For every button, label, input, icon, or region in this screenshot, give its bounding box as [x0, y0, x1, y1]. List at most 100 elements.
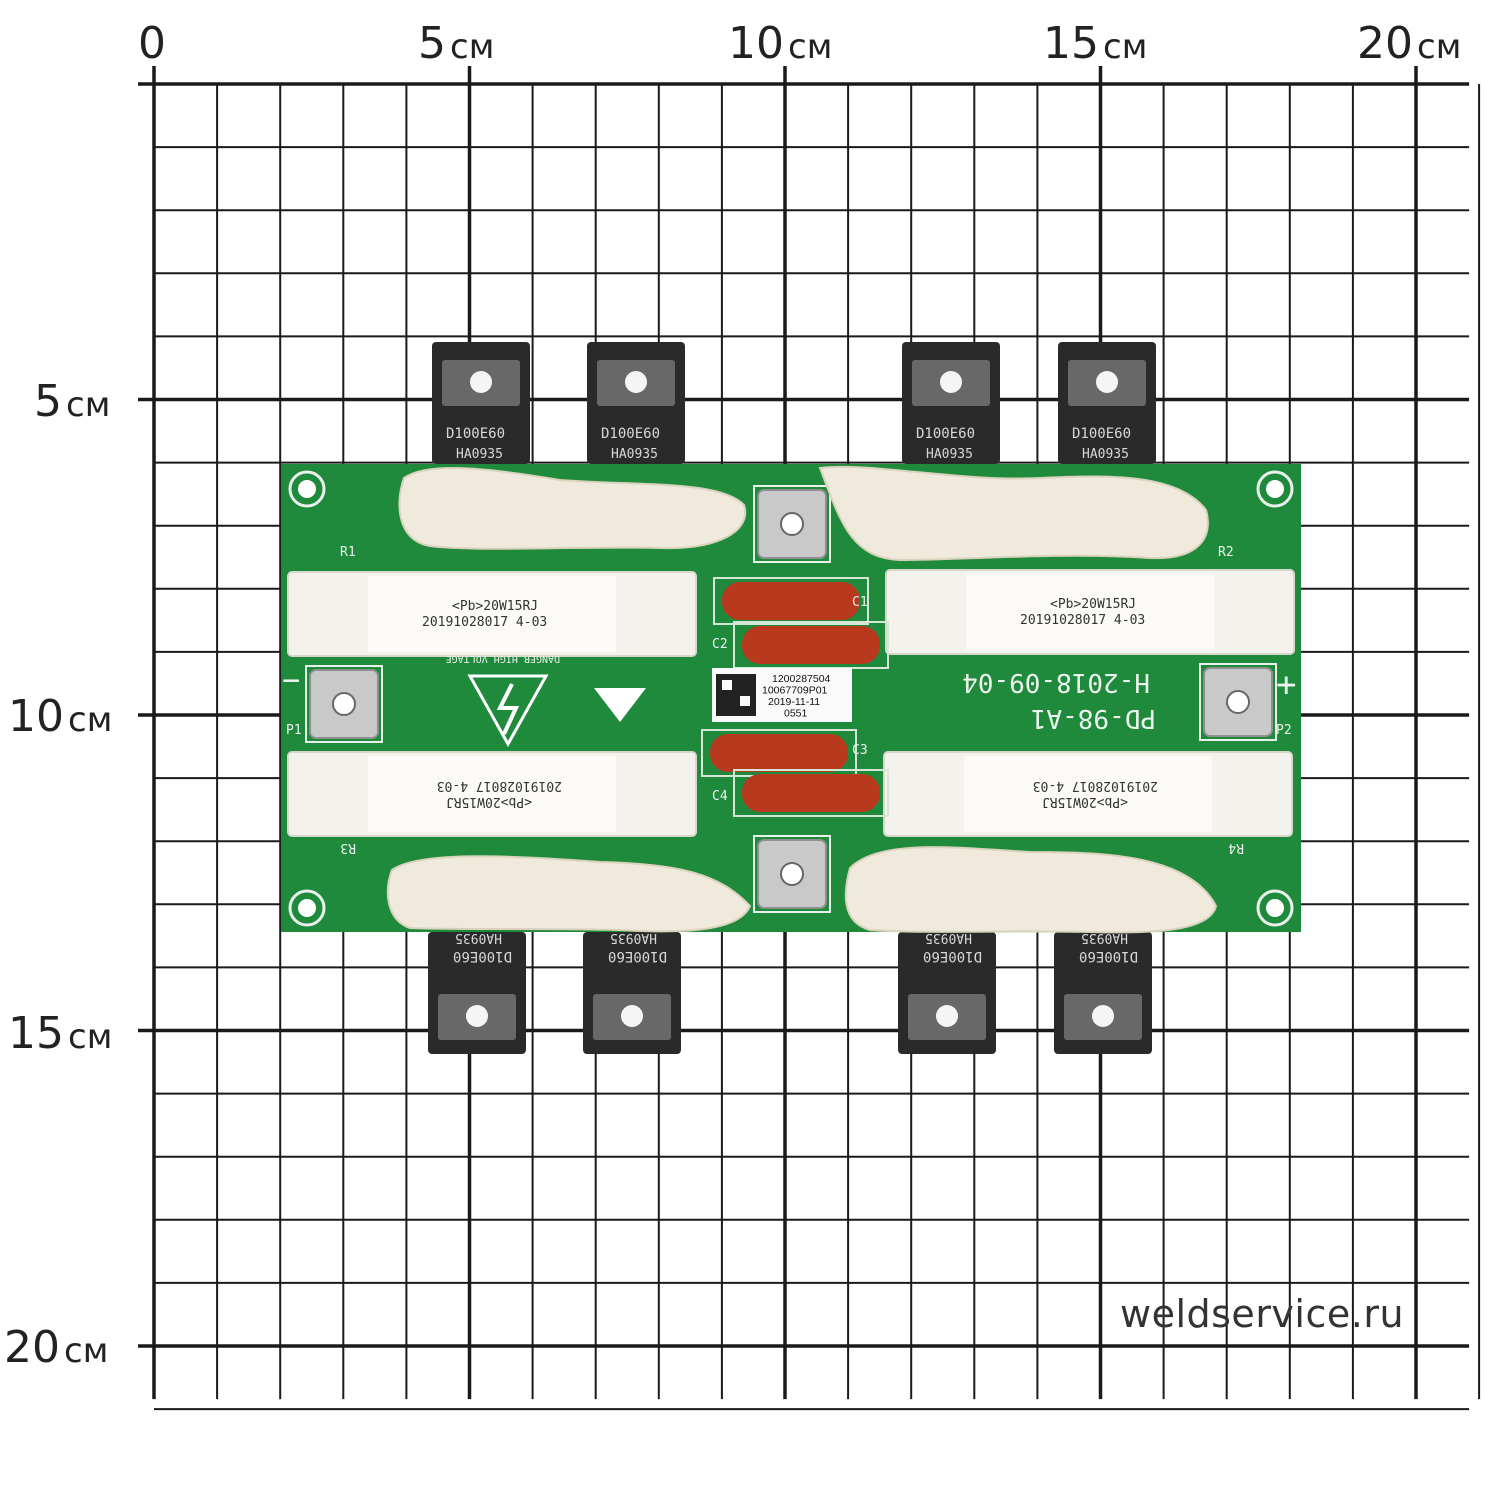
terminal-outline — [1199, 663, 1277, 741]
resistor-face — [964, 756, 1212, 832]
diode-hole — [936, 1005, 958, 1027]
diode-marking: D100E60 — [446, 426, 505, 442]
qr-code-cell — [722, 680, 732, 690]
diode-hole — [625, 371, 647, 393]
diode-lot: HA0935 — [926, 447, 973, 462]
diode-marking: D100E60 — [923, 948, 982, 964]
resistor-face — [368, 576, 616, 652]
capacitor-designator: C3 — [852, 743, 868, 758]
terminal-p2 — [1199, 663, 1277, 741]
diode-hole — [940, 371, 962, 393]
capacitor-body — [722, 582, 860, 620]
model-text: PD-98-A1 — [1031, 703, 1156, 733]
terminal-outline — [753, 485, 831, 563]
esd-warning-icon — [594, 688, 646, 722]
capacitor-4: C4 — [712, 769, 889, 817]
resistor-lot: 20191028017 4-03 — [422, 615, 547, 630]
capacitor-outline — [713, 577, 869, 625]
pcb-board: D100E60HA0935D100E60HA0935D100E60HA0935D… — [281, 342, 1301, 1054]
terminal-bottom — [753, 835, 831, 913]
thermal-paste-bottom-left — [386, 855, 752, 933]
terminal-label-p2: P2 — [1276, 723, 1292, 738]
resistor-face — [966, 574, 1214, 650]
sticker-line: 0551 — [784, 708, 808, 720]
capacitor-outline — [733, 769, 889, 817]
mounting-hole-ring — [288, 470, 326, 508]
diode-marking: D100E60 — [601, 426, 660, 442]
terminal-outline — [305, 665, 383, 743]
warning-triangle — [467, 674, 549, 748]
diode-hole — [621, 1005, 643, 1027]
designator-r2: R2 — [1218, 545, 1234, 560]
mounting-hole — [298, 899, 316, 917]
diode-bottom-3: D100E60 HA0935 — [898, 930, 996, 1054]
terminal-hole — [332, 692, 356, 716]
thermal-paste-bottom-right — [844, 846, 1218, 934]
date-code-text: H-2018-09-04 — [962, 667, 1150, 697]
diode-lot: HA0935 — [455, 930, 502, 945]
diode-lot: HA0935 — [456, 447, 503, 462]
terminal-hole — [1226, 690, 1250, 714]
mounting-hole — [1266, 480, 1284, 498]
sticker-line: 2019-11-11 — [768, 696, 820, 708]
diode-lot: HA0935 — [1081, 930, 1128, 945]
resistor-marking: <Pb>20W15RJ — [452, 599, 538, 614]
watermark: weldservice.ru — [1120, 1292, 1405, 1336]
resistor-lot: 20191028017 4-03 — [1033, 778, 1158, 793]
designator-r4: R4 — [1228, 840, 1244, 855]
sticker-line: 10067709P01 — [762, 685, 828, 697]
lightning-icon — [496, 683, 520, 735]
resistor-marking: <Pb>20W15RJ — [1050, 597, 1136, 612]
thermal-paste-top-right — [818, 465, 1209, 562]
diode-lot: HA0935 — [925, 930, 972, 945]
x-scale-label-0: 0 — [138, 18, 166, 69]
qr-code-cell — [740, 696, 750, 706]
resistor-marking: <Pb>20W15RJ — [1042, 794, 1128, 809]
terminal-top — [753, 485, 831, 563]
diode-marking: D100E60 — [1072, 426, 1131, 442]
terminal-hole — [780, 862, 804, 886]
capacitor-designator: C2 — [712, 637, 728, 652]
mounting-hole — [298, 480, 316, 498]
resistor-lot: 20191028017 4-03 — [437, 778, 562, 793]
diode-hole — [1092, 1005, 1114, 1027]
terminal-label-p1: P1 — [286, 723, 302, 738]
resistor-lot: 20191028017 4-03 — [1020, 613, 1145, 628]
capacitor-1: C1 — [713, 577, 869, 625]
designator-r1: R1 — [340, 545, 356, 560]
mounting-hole-ring — [1256, 889, 1294, 927]
mounting-hole-ring — [288, 889, 326, 927]
diode-lot: HA0935 — [611, 447, 658, 462]
capacitor-designator: C4 — [712, 789, 728, 804]
diode-bottom-1: D100E60 HA0935 — [428, 930, 526, 1054]
capacitor-body — [742, 626, 880, 664]
mounting-hole — [1266, 899, 1284, 917]
capacitor-designator: C1 — [852, 595, 868, 610]
capacitor-body — [742, 774, 880, 812]
diode-marking: D100E60 — [453, 948, 512, 964]
polarity-minus: − — [282, 663, 300, 698]
designator-r3: R3 — [340, 840, 356, 855]
diode-lot: HA0935 — [1082, 447, 1129, 462]
diode-lot: HA0935 — [610, 930, 657, 945]
terminal-outline — [753, 835, 831, 913]
